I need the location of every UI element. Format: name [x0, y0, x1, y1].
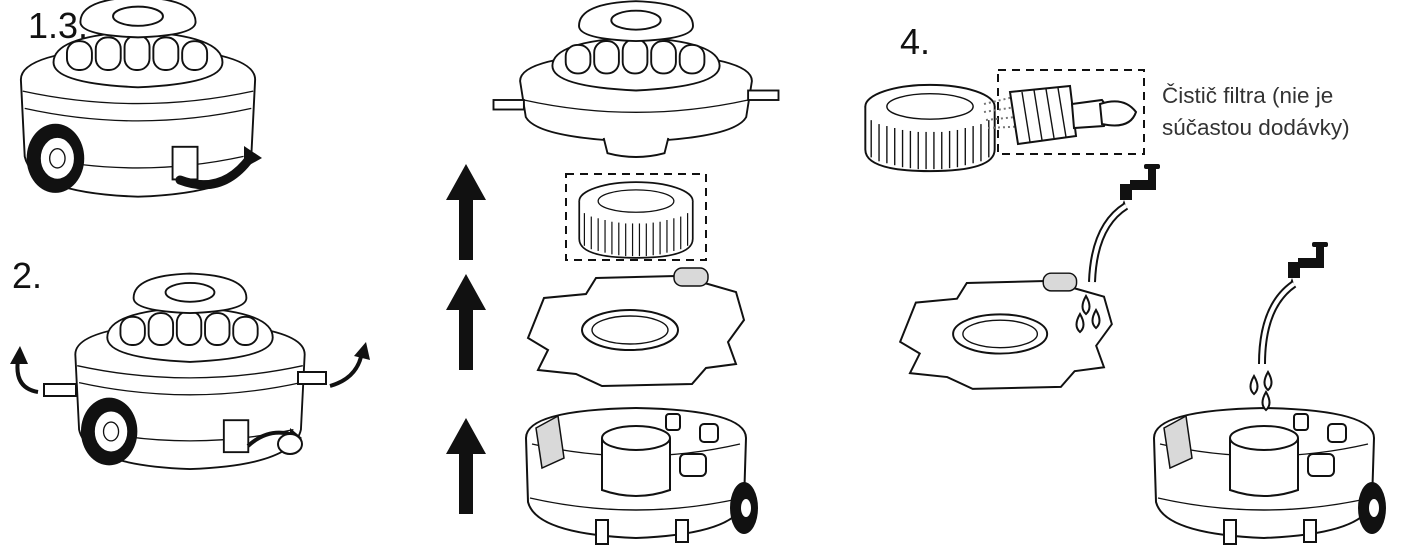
step-2-right-arrow: [329, 351, 364, 388]
arrow-up-1: [446, 164, 486, 260]
step-1-robot: [19, 0, 257, 198]
arrow-up-3: [446, 418, 486, 514]
exploded-base: [525, 407, 759, 545]
step-1-3-label: 1.3.: [28, 5, 89, 46]
caption-line-2: súčastou dodávky): [1162, 115, 1350, 140]
tap-2-icon: [1288, 242, 1328, 290]
exploded-tray: [527, 267, 745, 387]
step-4-base: [1153, 407, 1387, 545]
step-2-left-arrow: [15, 359, 39, 394]
exploded-lid: [492, 0, 780, 158]
step-4-label: 4.: [900, 21, 931, 62]
cleaner-dashed-box: [997, 69, 1145, 155]
step-2-robot: [74, 272, 306, 471]
exploded-filter: [578, 181, 694, 259]
tap-1-icon: [1120, 164, 1160, 212]
filter-cleaner-tool: [983, 84, 1138, 146]
arrow-up-2: [446, 274, 486, 370]
filter-dashed-box: [565, 173, 707, 261]
filter-cleaner-caption: Čistič filtra (nie je súčastou dodávky): [1162, 80, 1407, 144]
step-2-label: 2.: [12, 255, 43, 296]
step-4-filter: [864, 83, 996, 173]
caption-line-1: Čistič filtra (nie je: [1162, 83, 1334, 108]
